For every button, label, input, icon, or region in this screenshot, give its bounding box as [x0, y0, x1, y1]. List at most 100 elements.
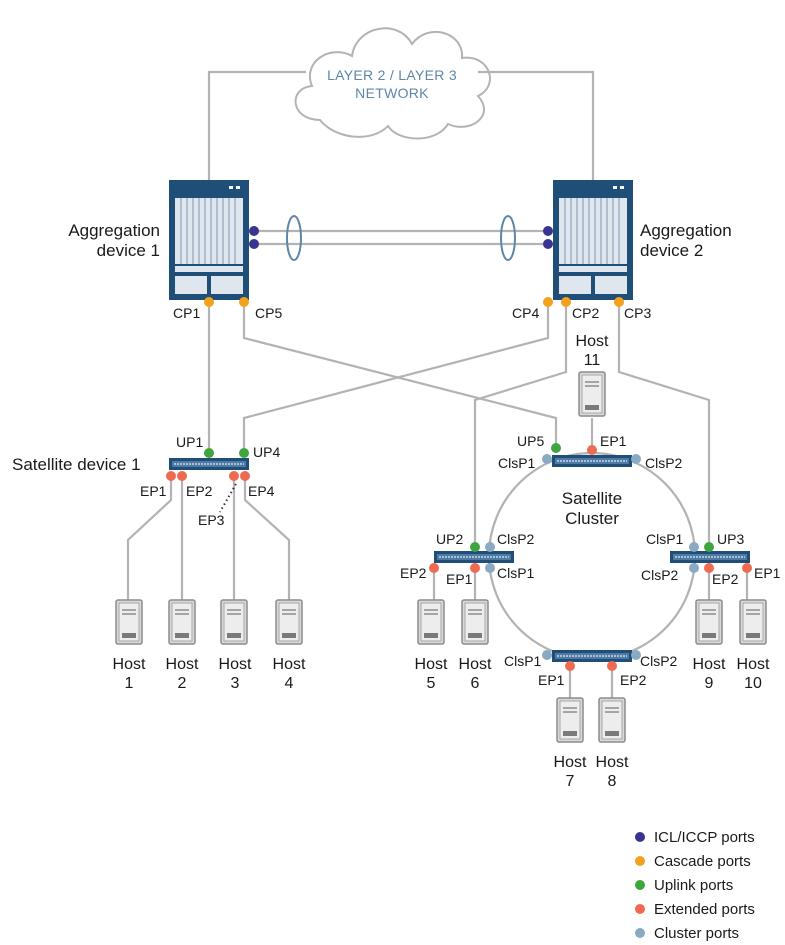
clsp1-label-left: ClsP1: [497, 565, 535, 581]
cluster-port-dot: [631, 650, 641, 660]
cp4-label: CP4: [512, 305, 539, 321]
host-11-label: Host 11: [576, 333, 609, 369]
extended-port-dot: [429, 563, 439, 573]
cluster-switch-right: [669, 550, 751, 564]
up1-label: UP1: [176, 434, 203, 450]
svg-text:1: 1: [125, 675, 134, 692]
svg-text:Host: Host: [273, 656, 306, 673]
icl-port-dot: [543, 226, 553, 236]
cluster-switch-top: [551, 454, 633, 468]
aggregation-device-1: [168, 179, 250, 301]
svg-text:Host: Host: [693, 656, 726, 673]
clsp1-label-bottom: ClsP1: [504, 653, 542, 669]
cloud-label-line2: NETWORK: [355, 85, 429, 101]
ep2-label-bottom: EP2: [620, 672, 647, 688]
cloud-label-line1: LAYER 2 / LAYER 3: [327, 67, 457, 83]
cascade-port-dot: [614, 297, 624, 307]
uplink-port-dot: [704, 542, 714, 552]
svg-text:5: 5: [427, 675, 436, 692]
aggregation-device-1-label-line1: Aggregation: [68, 221, 160, 240]
ep2-label-right: EP2: [712, 571, 739, 587]
cascade-port-dot: [239, 297, 249, 307]
ep3-label-sat1: EP3: [198, 512, 225, 528]
legend-dot-cluster: [635, 928, 645, 938]
svg-text:Host: Host: [459, 656, 492, 673]
svg-text:Host: Host: [415, 656, 448, 673]
cluster-port-dot: [485, 542, 495, 552]
svg-text:2: 2: [178, 675, 187, 692]
legend-item-cascade: Cascade ports: [635, 853, 751, 870]
extended-port-dot: [704, 563, 714, 573]
extended-port-dot: [229, 471, 239, 481]
network-cloud: LAYER 2 / LAYER 3 NETWORK: [294, 27, 491, 140]
legend: ICL/ICCP ports Cascade ports Uplink port…: [635, 829, 755, 942]
cluster-port-dot: [485, 563, 495, 573]
legend-label-uplink: Uplink ports: [654, 877, 733, 894]
extended-port-dot: [587, 445, 597, 455]
icl-port-dot: [543, 239, 553, 249]
host-2-icon: [168, 599, 196, 645]
uplink-port-dot: [239, 448, 249, 458]
host-2-label: Host 2: [166, 656, 199, 692]
host-8-label: Host 8: [596, 754, 629, 790]
cluster-switch-bottom: [551, 649, 633, 663]
cluster-switch-left: [433, 550, 515, 564]
extended-port-dot: [470, 563, 480, 573]
host-11-icon: [578, 371, 606, 417]
extended-port-dot: [607, 661, 617, 671]
extended-port-dot: [240, 471, 250, 481]
up2-label: UP2: [436, 531, 463, 547]
host-4-label: Host 4: [273, 656, 306, 692]
host-7-icon: [556, 697, 584, 743]
clsp2-label-left: ClsP2: [497, 531, 535, 547]
link-host1: [126, 476, 173, 600]
ep1-label-right: EP1: [754, 565, 781, 581]
svg-text:9: 9: [705, 675, 714, 692]
svg-text:8: 8: [608, 773, 617, 790]
svg-text:Host: Host: [576, 333, 609, 350]
host-6-icon: [461, 599, 489, 645]
clsp1-label-right: ClsP1: [646, 531, 684, 547]
cluster-port-dot: [689, 563, 699, 573]
ep1-label-cluster-top: EP1: [600, 433, 627, 449]
legend-item-extended: Extended ports: [635, 901, 755, 918]
host-9-label: Host 9: [693, 656, 726, 692]
aggregation-device-2-label-line2: device 2: [640, 241, 703, 260]
lag-bundle-left: [286, 215, 302, 261]
host-8-icon: [598, 697, 626, 743]
extended-port-dot: [166, 471, 176, 481]
uplink-port-dot: [470, 542, 480, 552]
lag-bundle-right: [500, 215, 516, 261]
link-cloud-agg1: [207, 70, 306, 180]
legend-item-uplink: Uplink ports: [635, 877, 733, 894]
ep1-label-sat1: EP1: [140, 483, 167, 499]
host-1-label: Host 1: [113, 656, 146, 692]
svg-text:Host: Host: [554, 754, 587, 771]
icl-port-dot: [249, 226, 259, 236]
legend-dot-icl: [635, 832, 645, 842]
legend-label-extended: Extended ports: [654, 901, 755, 918]
clsp2-label-bottom: ClsP2: [640, 653, 678, 669]
svg-text:Host: Host: [596, 754, 629, 771]
svg-text:6: 6: [471, 675, 480, 692]
legend-dot-cascade: [635, 856, 645, 866]
ep1-label-left: EP1: [446, 571, 473, 587]
extended-port-dot: [565, 661, 575, 671]
uplink-port-dot: [204, 448, 214, 458]
aggregation-device-2-label-line1: Aggregation: [640, 221, 732, 240]
cluster-label-line2: Cluster: [565, 509, 619, 528]
legend-item-cluster: Cluster ports: [635, 925, 739, 942]
ep2-label-left: EP2: [400, 565, 427, 581]
svg-text:Host: Host: [737, 656, 770, 673]
svg-text:Host: Host: [166, 656, 199, 673]
host-6-label: Host 6: [459, 656, 492, 692]
cluster-port-dot: [542, 454, 552, 464]
svg-text:Host: Host: [219, 656, 252, 673]
link-cloud-agg2: [478, 70, 595, 180]
ep1-label-bottom: EP1: [538, 672, 565, 688]
cascade-port-dot: [561, 297, 571, 307]
cascade-port-dot: [204, 297, 214, 307]
link-cp3-up3: [617, 302, 711, 548]
host-3-label: Host 3: [219, 656, 252, 692]
